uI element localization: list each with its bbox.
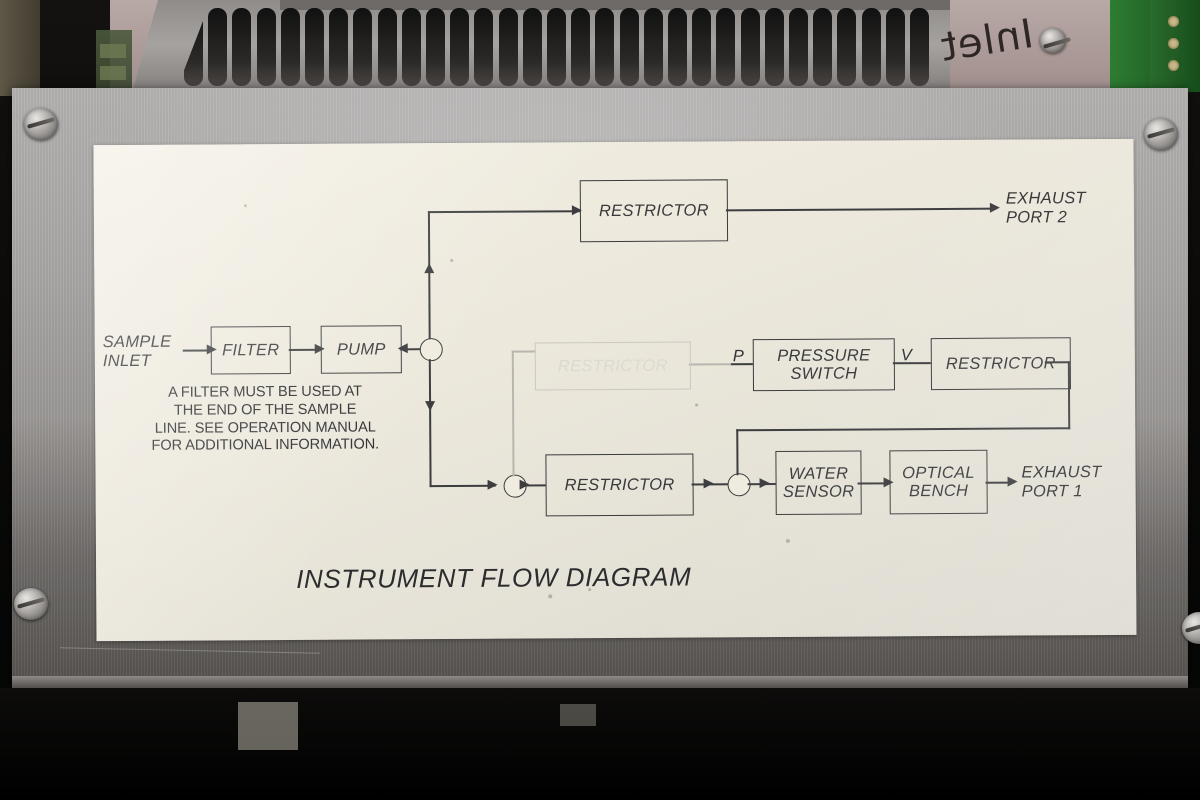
filter-warning-note: A FILTER MUST BE USED AT THE END OF THE … — [151, 383, 380, 455]
vent-slot — [208, 8, 228, 86]
terminal-exhaust-port-2: EXHAUST PORT 2 — [1005, 189, 1086, 228]
wire-to-faded-restrictor — [511, 350, 536, 353]
underside-shadow — [0, 688, 1200, 800]
box-water-sensor-label: WATER SENSOR — [782, 464, 855, 501]
faceplate-screw-bottom-right — [1182, 612, 1200, 644]
vent-slot — [837, 8, 857, 86]
vent-slot — [232, 8, 252, 86]
flow-diagram-label: FILTER PUMP RESTRICTOR RESTRICTOR PRESSU… — [93, 138, 1137, 642]
vent-slot — [256, 8, 276, 86]
label-speck — [588, 588, 592, 592]
wire-junction-b-up-faint — [511, 350, 515, 477]
box-restrictor-faded-label: RESTRICTOR — [557, 356, 668, 376]
terminal-pin — [1168, 60, 1179, 71]
vent-slot — [716, 8, 736, 86]
underside-light-patch — [238, 702, 298, 750]
vent-slot — [861, 8, 881, 86]
box-pressure-switch-label: PRESSURE SWITCH — [777, 345, 871, 383]
vent-slot — [885, 8, 905, 86]
vent-slot — [668, 8, 687, 86]
pcb-edge-left — [0, 0, 40, 96]
vent-slot — [329, 8, 349, 86]
wire-top-branch — [427, 210, 580, 213]
pcb-component-lower — [100, 66, 126, 80]
vent-slot — [692, 8, 712, 86]
vent-slot — [426, 8, 445, 86]
vent-slot — [353, 8, 373, 86]
arrow-down-to-bottom-branch — [424, 401, 435, 412]
vent-slot — [522, 8, 542, 86]
box-restrictor-right: RESTRICTOR — [930, 337, 1072, 391]
faceplate-screw-bottom-left — [14, 588, 48, 620]
arrow-up-to-top-branch — [423, 263, 434, 274]
box-restrictor-top: RESTRICTOR — [579, 179, 729, 243]
vent-slot — [764, 8, 784, 86]
faceplate-screw-top-right — [1144, 118, 1178, 150]
box-filter-label: FILTER — [221, 340, 280, 360]
box-optical-bench-label: OPTICAL BENCH — [902, 463, 975, 501]
vent-slot — [619, 8, 639, 86]
box-pressure-switch: PRESSURE SWITCH — [752, 338, 896, 392]
vent-slot — [740, 8, 760, 86]
junction-node-a — [419, 338, 443, 362]
arrow-to-junction-c — [703, 478, 714, 489]
diagram-title: INSTRUMENT FLOW DIAGRAM — [296, 561, 692, 594]
box-restrictor-top-label: RESTRICTOR — [598, 201, 709, 220]
vent-slot — [498, 8, 518, 86]
wire-to-junction-b — [429, 484, 496, 487]
faceplate-screw-top-left — [24, 108, 58, 140]
box-optical-bench: OPTICAL BENCH — [889, 449, 988, 515]
vent-slot — [789, 8, 808, 86]
box-restrictor-faded: RESTRICTOR — [534, 341, 691, 391]
vent-slot-group — [178, 8, 938, 86]
box-restrictor-bottom-label: RESTRICTOR — [564, 475, 675, 495]
wire-junction-a-up — [427, 211, 431, 340]
wire-faded-restrictor-to-pressure-switch — [688, 363, 731, 366]
box-restrictor-bottom: RESTRICTOR — [545, 453, 694, 517]
vent-slot — [547, 8, 566, 86]
label-speck — [695, 403, 699, 407]
vent-slot — [450, 8, 470, 86]
arrow-to-exhaust-port-1 — [1007, 476, 1018, 487]
port-label-v: V — [900, 346, 913, 365]
chassis-screw-top — [1040, 28, 1066, 53]
vent-slot — [595, 8, 615, 86]
port-label-p: P — [732, 347, 745, 366]
vent-panel-top-edge — [280, 0, 950, 10]
terminal-sample-inlet: SAMPLE INLET — [102, 332, 172, 371]
arrow-into-junction-b — [487, 479, 498, 490]
vent-slot — [377, 8, 397, 86]
pcb-board-green — [96, 30, 132, 96]
vent-slot — [401, 8, 421, 86]
box-pump: PUMP — [320, 325, 402, 374]
label-speck — [450, 258, 454, 263]
box-pump-label: PUMP — [336, 340, 386, 359]
label-speck — [548, 594, 553, 599]
box-restrictor-right-label: RESTRICTOR — [945, 354, 1056, 373]
arrow-into-restrictor-bottom — [519, 479, 530, 490]
wire-restrictor-top-to-exhaust2 — [725, 207, 996, 212]
arrow-to-exhaust-port-2 — [989, 202, 1000, 213]
vent-slot — [474, 8, 494, 86]
vent-slot — [280, 8, 300, 86]
terminal-exhaust-port-1: EXHAUST PORT 1 — [1021, 463, 1102, 501]
label-speck — [243, 204, 247, 208]
terminal-pin — [1168, 16, 1179, 27]
wire-return-line — [736, 427, 1071, 431]
pcb-component-upper — [100, 44, 126, 58]
vent-slot — [305, 8, 324, 86]
vent-slot — [571, 8, 591, 86]
wire-junction-c-up — [736, 429, 739, 476]
vent-slot — [643, 8, 663, 86]
label-speck — [785, 538, 790, 543]
terminal-pin — [1168, 38, 1179, 49]
underside-light-patch — [560, 704, 596, 726]
vent-slot — [813, 8, 833, 86]
wire-junction-a-down — [428, 359, 432, 488]
box-water-sensor: WATER SENSOR — [775, 450, 862, 516]
arrow-into-water-sensor — [759, 478, 770, 489]
box-filter: FILTER — [210, 325, 291, 375]
vent-slot — [910, 8, 929, 86]
